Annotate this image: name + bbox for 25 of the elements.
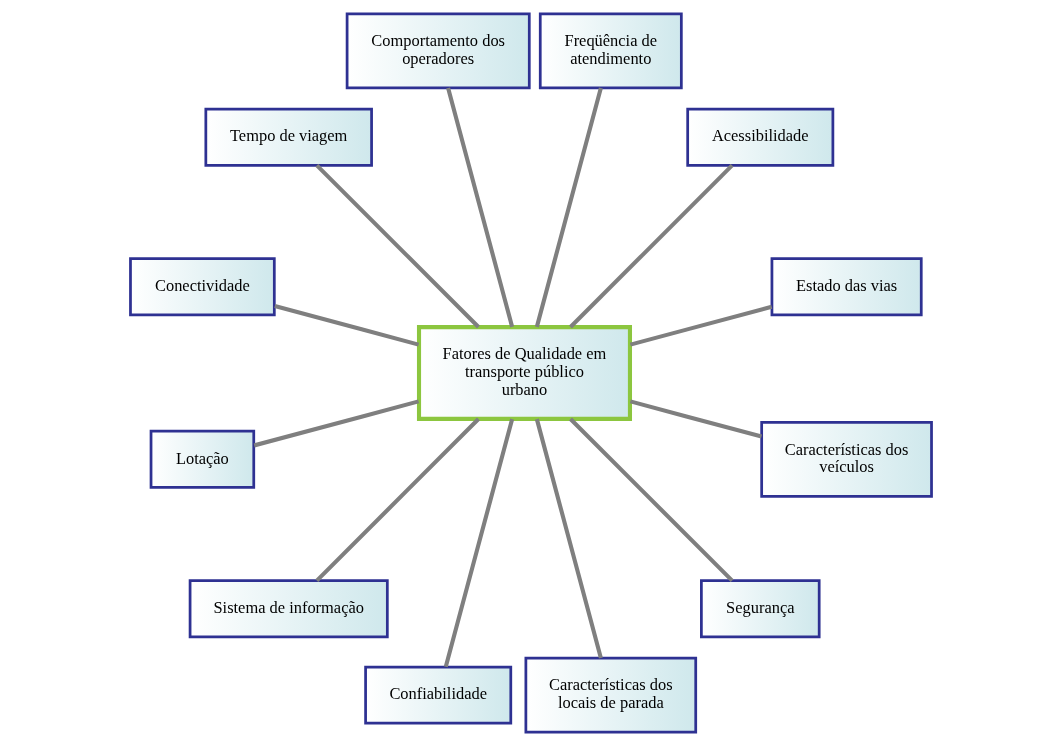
- node-box: Sistema de informação: [188, 579, 389, 639]
- connector: [253, 399, 420, 448]
- connector: [315, 417, 480, 583]
- node-box: Estado das vias: [770, 257, 923, 317]
- node-box: Comportamento dos operadores: [345, 12, 531, 90]
- connector: [569, 163, 734, 329]
- node-box: Conectividade: [129, 257, 276, 317]
- connector: [443, 418, 515, 668]
- node-box: Características dos veículos: [760, 420, 933, 498]
- connector: [534, 87, 603, 328]
- connector: [534, 418, 603, 659]
- node-box: Tempo de viagem: [204, 107, 373, 167]
- connector: [629, 304, 773, 347]
- node-box: Fatores de Qualidade em transporte público urbano: [416, 325, 632, 421]
- node-box: Freqüência de atendimento: [538, 12, 683, 90]
- connector: [315, 163, 480, 329]
- connector: [446, 87, 515, 328]
- node-box: Características dos locais de parada: [524, 656, 698, 734]
- connector: [629, 399, 763, 439]
- node-box: Confiabilidade: [364, 665, 513, 725]
- node-box: Lotação: [149, 429, 256, 489]
- connector: [569, 417, 734, 583]
- connector: [274, 304, 420, 347]
- node-box: Segurança: [700, 579, 821, 639]
- node-box: Acessibilidade: [686, 107, 835, 167]
